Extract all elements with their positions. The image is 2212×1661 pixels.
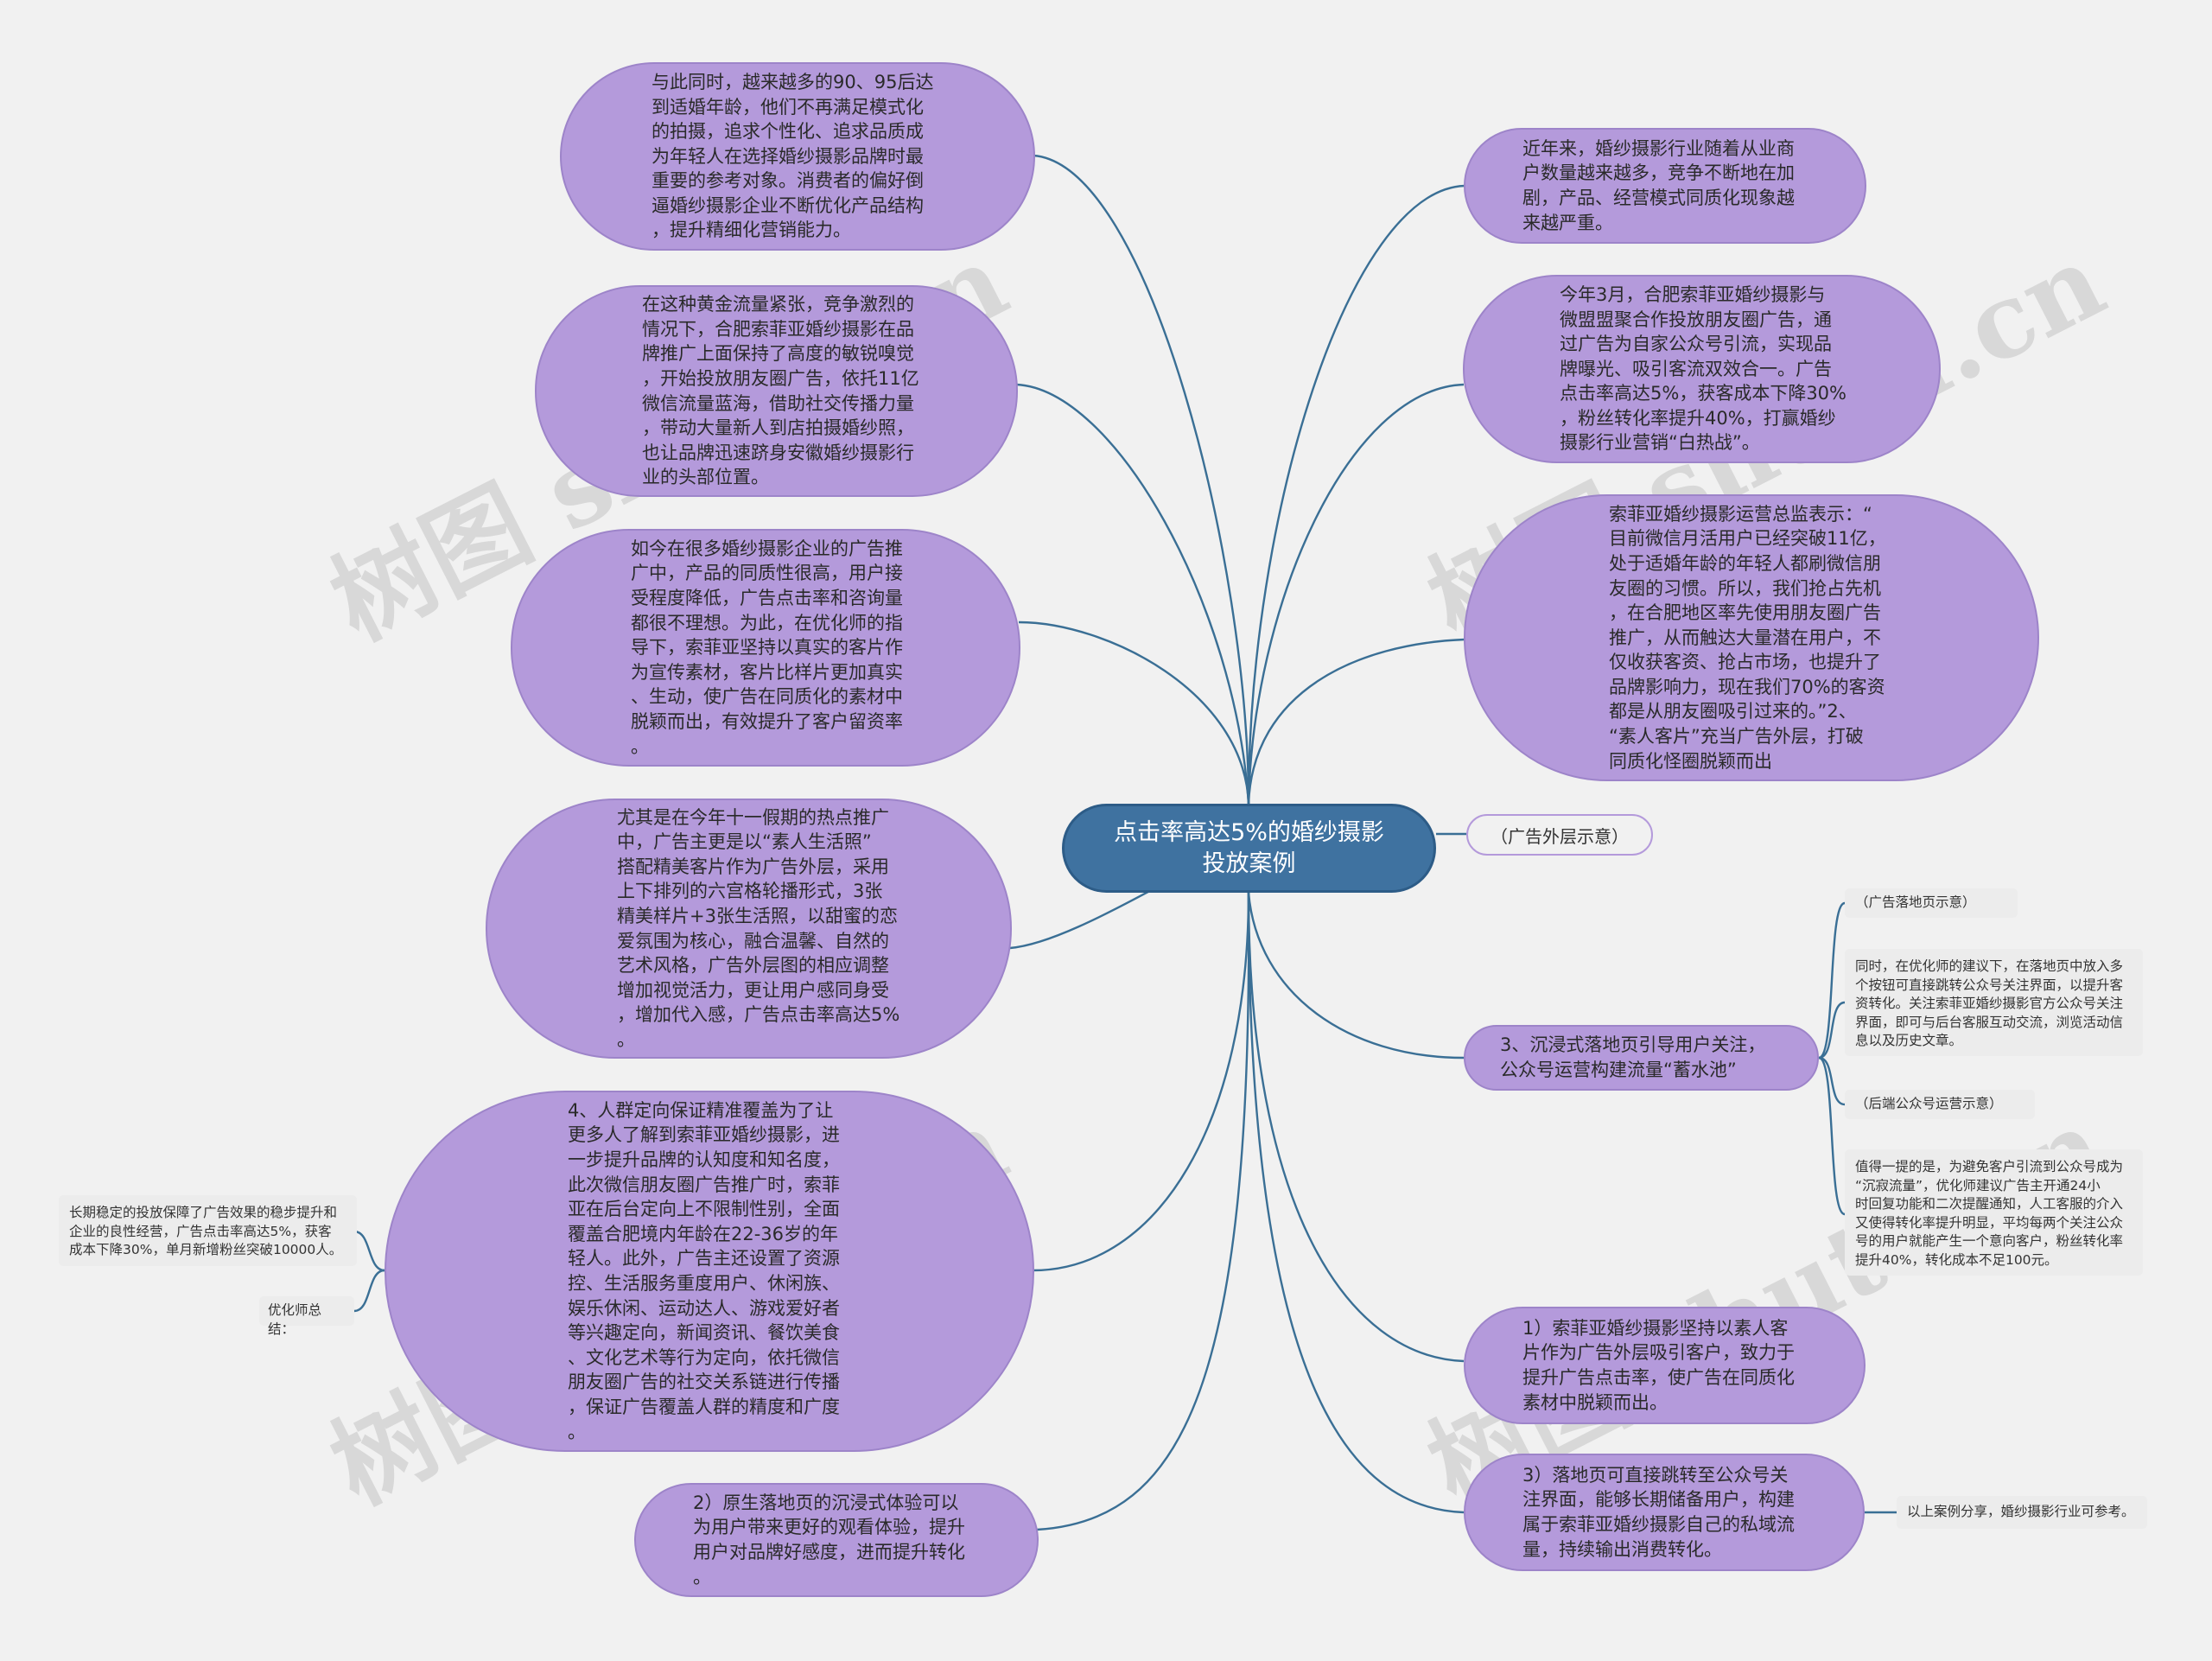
topic-node-left-1[interactable]: 与此同时，越来越多的90、95后达 到适婚年龄，他们不再满足模式化 的拍摄，追求… xyxy=(560,62,1035,251)
link-r3 xyxy=(1247,638,1465,805)
topic-node-left-6[interactable]: 2）原生落地页的沉浸式体验可以 为用户带来更好的观看体验，提升 用户对品牌好感度… xyxy=(634,1483,1039,1597)
topic-node-right-5[interactable]: 3、沉浸式落地页引导用户关注， 公众号运营构建流量“蓄水池” xyxy=(1464,1025,1819,1091)
topic-node-text: 近年来，婚纱摄影行业随着从业商 户数量越来越多，竞争不断地在加 剧，产品、经营模… xyxy=(1522,137,1795,233)
sub-node-landing-text[interactable]: 同时，在优化师的建议下，在落地页中放入多 个按钮可直接跳转公众号关注界面，以提升… xyxy=(1845,949,2143,1056)
topic-node-right-2[interactable]: 今年3月，合肥索菲亚婚纱摄影与 微盟盟聚合作投放朋友圈广告，通 过广告为自家公众… xyxy=(1463,275,1941,463)
topic-node-text: 在这种黄金流量紧张，竞争激烈的 情况下，合肥索菲亚婚纱摄影在品 牌推广上面保持了… xyxy=(642,294,919,488)
sub-node-closing-text[interactable]: 以上案例分享，婚纱摄影行业可参考。 xyxy=(1897,1496,2147,1529)
topic-node-right-3[interactable]: 索菲亚婚纱摄影运营总监表示：“ 目前微信月活用户已经突破11亿， 处于适婚年龄的… xyxy=(1464,494,2039,781)
link-sub-backend-label xyxy=(1818,1056,1846,1106)
topic-node-text: 今年3月，合肥索菲亚婚纱摄影与 微盟盟聚合作投放朋友圈广告，通 过广告为自家公众… xyxy=(1560,283,1847,454)
topic-node-right-4[interactable]: （广告外层示意） xyxy=(1466,814,1653,856)
topic-node-right-6[interactable]: 1）索菲亚婚纱摄影坚持以素人客 片作为广告外层吸引客户，致力于 提升广告点击率，… xyxy=(1464,1307,1866,1424)
link-r7 xyxy=(1247,892,1465,1514)
topic-node-left-3[interactable]: 如今在很多婚纱摄影企业的广告推 广中，产品的同质性很高，用户接 受程度降低，广告… xyxy=(511,529,1020,767)
link-sub-summary-text xyxy=(353,1230,385,1272)
link-r1 xyxy=(1247,184,1465,805)
topic-node-left-2[interactable]: 在这种黄金流量紧张，竞争激烈的 情况下，合肥索菲亚婚纱摄影在品 牌推广上面保持了… xyxy=(535,285,1018,497)
topic-node-text: 索菲亚婚纱摄影运营总监表示：“ 目前微信月活用户已经突破11亿， 处于适婚年龄的… xyxy=(1609,503,1886,772)
topic-node-text: 如今在很多婚纱摄影企业的广告推 广中，产品的同质性很高，用户接 受程度降低，广告… xyxy=(631,538,903,757)
link-sub-summary-label xyxy=(353,1269,385,1313)
central-topic-title: 点击率高达5%的婚纱摄影 投放案例 xyxy=(1114,818,1384,877)
topic-node-text: 1）索菲亚婚纱摄影坚持以素人客 片作为广告外层吸引客户，致力于 提升广告点击率，… xyxy=(1522,1317,1795,1413)
link-r2 xyxy=(1247,383,1465,805)
link-l3 xyxy=(1018,620,1250,805)
topic-node-left-4[interactable]: 尤其是在今年十一假期的热点推广 中，广告主更是以“素人生活照” 搭配精美客片作为… xyxy=(486,799,1012,1059)
link-r6 xyxy=(1247,892,1465,1363)
link-sub-landing-label xyxy=(1818,901,1846,1060)
link-l1 xyxy=(1033,154,1250,805)
link-r5 xyxy=(1247,892,1465,1060)
topic-node-text: 2）原生落地页的沉浸式体验可以 为用户带来更好的观看体验，提升 用户对品牌好感度… xyxy=(693,1492,965,1588)
link-sub-landing-text xyxy=(1818,1001,1846,1060)
topic-node-text: 4、人群定向保证精准覆盖为了让 更多人了解到索菲亚婚纱摄影，进 一步提升品牌的认… xyxy=(568,1099,840,1442)
central-topic[interactable]: 点击率高达5%的婚纱摄影 投放案例 xyxy=(1062,804,1436,893)
link-sub-backend-text xyxy=(1818,1056,1846,1216)
link-l5 xyxy=(1032,892,1250,1272)
topic-node-text: 3、沉浸式落地页引导用户关注， 公众号运营构建流量“蓄水池” xyxy=(1500,1034,1766,1080)
sub-node-summary-label[interactable]: 优化师总结： xyxy=(259,1296,354,1337)
topic-node-text: （广告外层示意） xyxy=(1491,825,1629,847)
link-l6 xyxy=(1036,892,1250,1531)
sub-node-landing-label[interactable]: （广告落地页示意） xyxy=(1845,888,2018,918)
topic-node-right-7[interactable]: 3）落地页可直接跳转至公众号关 注界面，能够长期储备用户，构建 属于索菲亚婚纱摄… xyxy=(1464,1454,1865,1571)
link-l2 xyxy=(1015,383,1250,805)
sub-node-backend-text[interactable]: 值得一提的是，为避免客户引流到公众号成为 “沉寂流量”，优化师建议广告主开通24… xyxy=(1845,1149,2143,1276)
sub-node-backend-label[interactable]: （后端公众号运营示意） xyxy=(1845,1090,2035,1119)
topic-node-text: 3）落地页可直接跳转至公众号关 注界面，能够长期储备用户，构建 属于索菲亚婚纱摄… xyxy=(1522,1464,1795,1560)
sub-node-summary-text[interactable]: 长期稳定的投放保障了广告效果的稳步提升和 企业的良性经营，广告点击率高达5%，获… xyxy=(59,1195,357,1266)
topic-node-right-1[interactable]: 近年来，婚纱摄影行业随着从业商 户数量越来越多，竞争不断地在加 剧，产品、经营模… xyxy=(1464,128,1866,244)
topic-node-left-5[interactable]: 4、人群定向保证精准覆盖为了让 更多人了解到索菲亚婚纱摄影，进 一步提升品牌的认… xyxy=(385,1091,1034,1452)
topic-node-text: 尤其是在今年十一假期的热点推广 中，广告主更是以“素人生活照” 搭配精美客片作为… xyxy=(617,806,900,1050)
topic-node-text: 与此同时，越来越多的90、95后达 到适婚年龄，他们不再满足模式化 的拍摄，追求… xyxy=(652,71,934,241)
